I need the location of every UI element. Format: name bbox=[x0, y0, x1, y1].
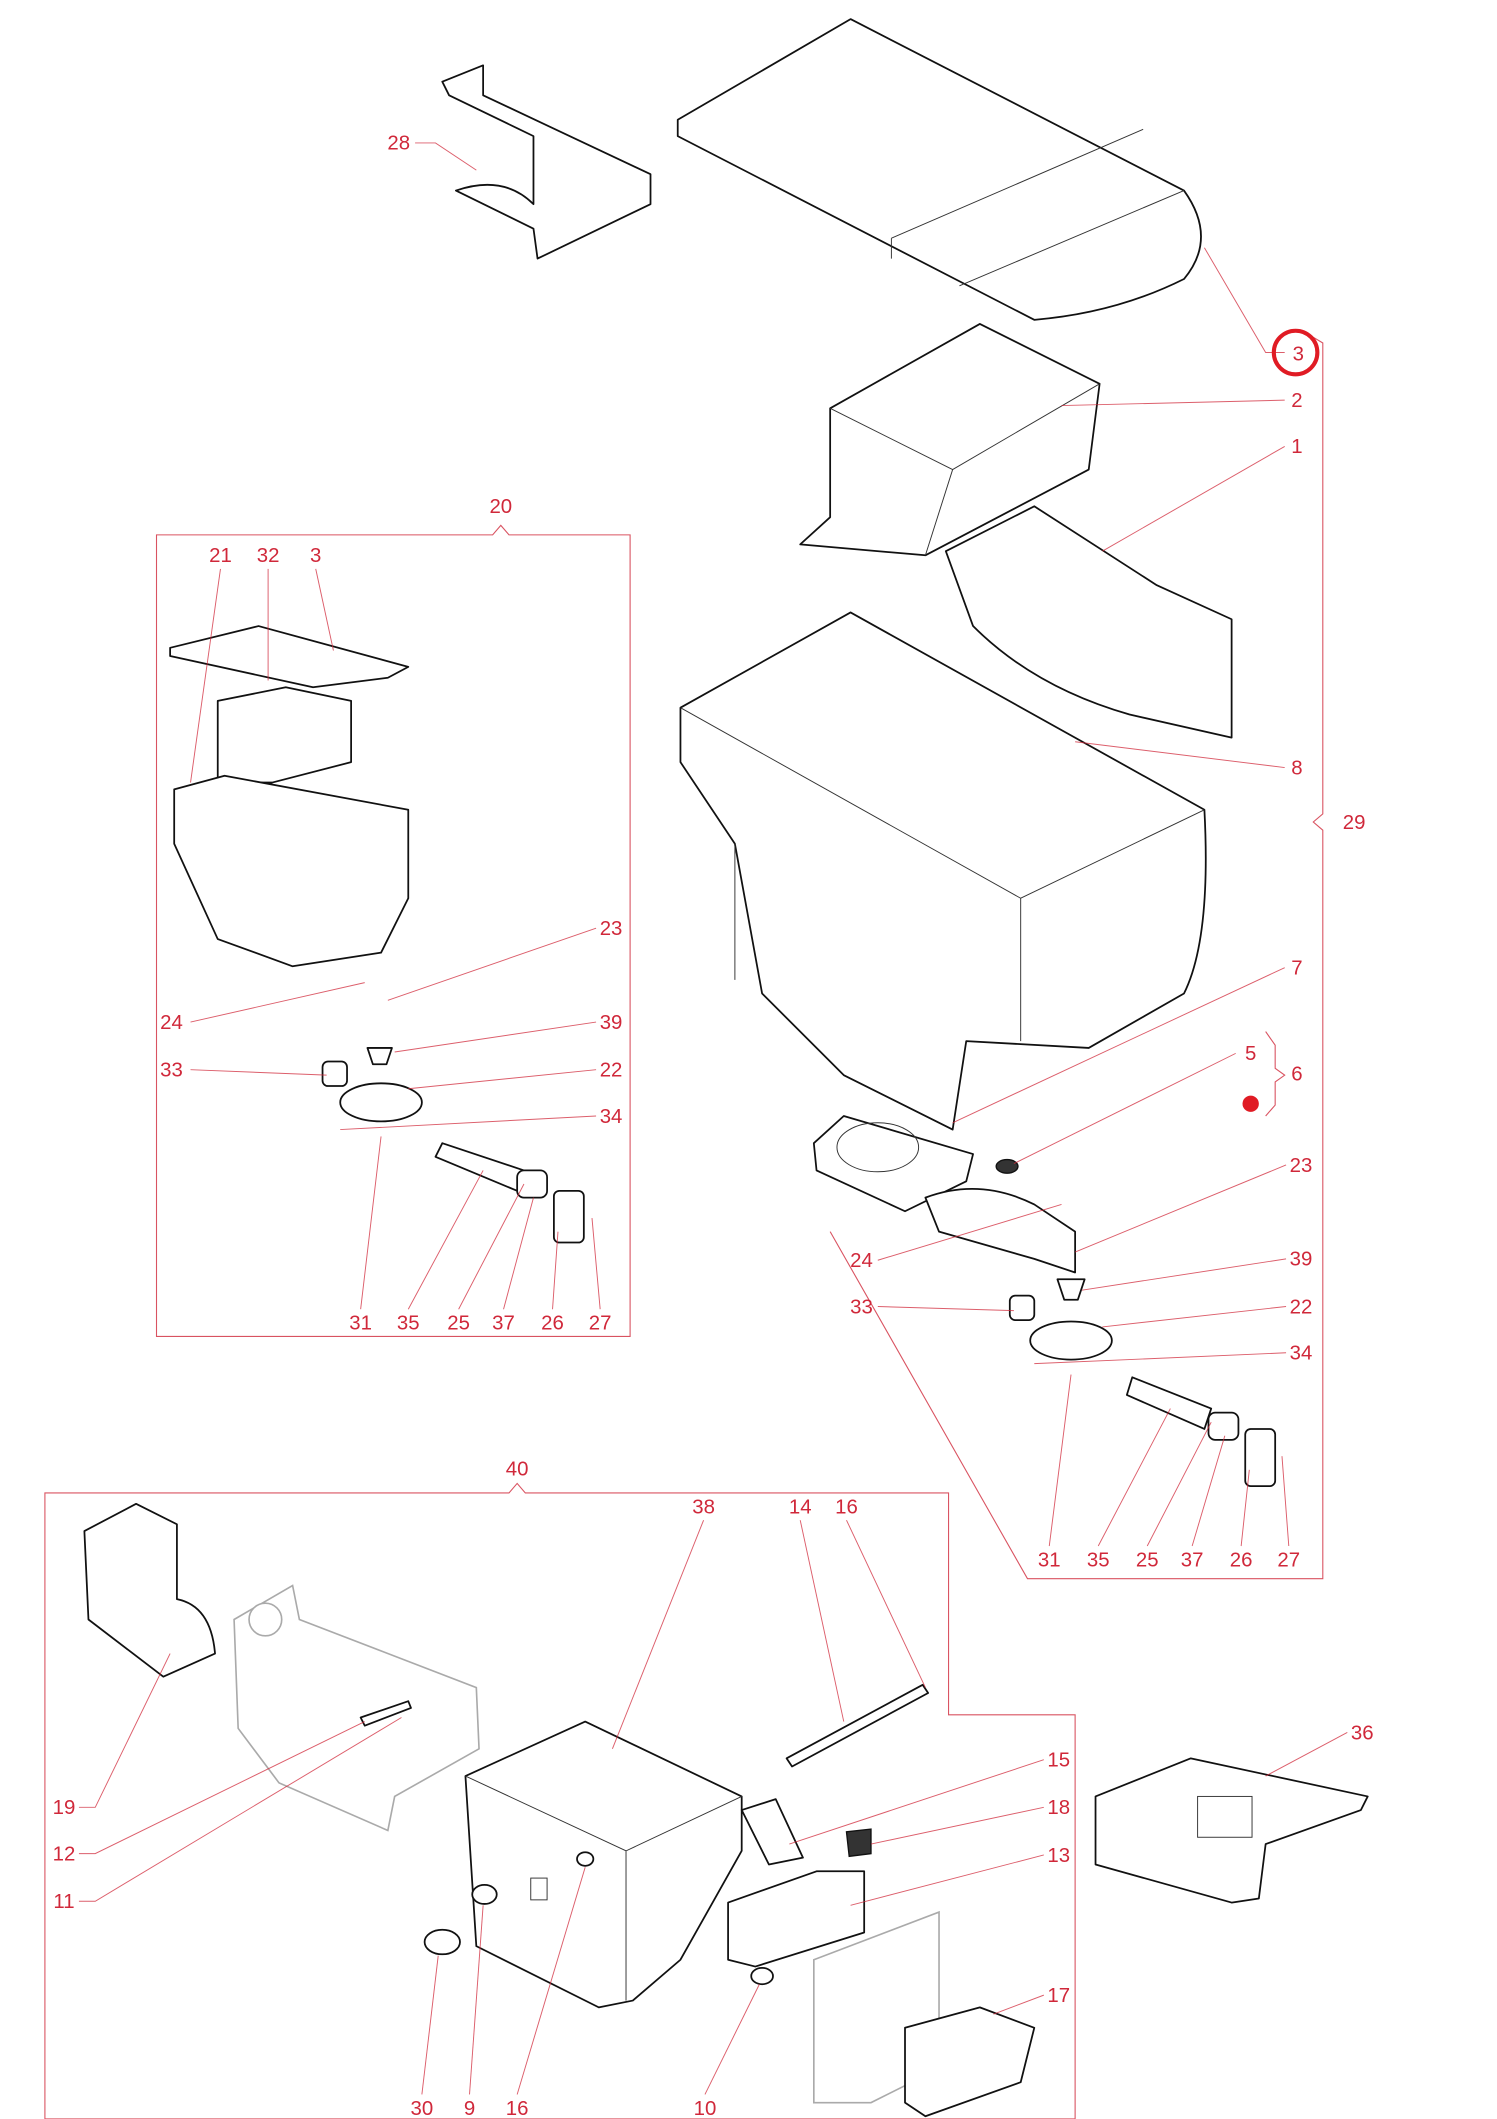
callout-labels: 28 3 2 1 20 21 32 3 8 29 23 7 24 39 5 6 … bbox=[53, 133, 1374, 2119]
callout-2[interactable]: 2 bbox=[1291, 390, 1302, 412]
part-24-plate-right bbox=[924, 1188, 1077, 1274]
callout-21[interactable]: 21 bbox=[209, 545, 232, 567]
callout-7[interactable]: 7 bbox=[1291, 957, 1302, 979]
callout-1[interactable]: 1 bbox=[1291, 436, 1302, 458]
callout-27[interactable]: 27 bbox=[589, 1313, 612, 1335]
leader-lines bbox=[78, 142, 1348, 2095]
part-5-washer bbox=[995, 1158, 1019, 1174]
nut-30-knob-9 bbox=[423, 1851, 774, 1986]
callout-33[interactable]: 33 bbox=[160, 1060, 183, 1082]
callout-3[interactable]: 3 bbox=[310, 545, 321, 567]
callout-18[interactable]: 18 bbox=[1047, 1797, 1070, 1819]
callout-24[interactable]: 24 bbox=[850, 1250, 873, 1272]
group-6-bracket bbox=[1265, 1031, 1286, 1117]
group-20-assembly-preview bbox=[169, 625, 410, 968]
callout-22[interactable]: 22 bbox=[600, 1060, 623, 1082]
callout-34[interactable]: 34 bbox=[1290, 1343, 1313, 1365]
callout-34[interactable]: 34 bbox=[600, 1106, 623, 1128]
part-17-cover bbox=[813, 1910, 1036, 2118]
callout-13[interactable]: 13 bbox=[1047, 1845, 1070, 1867]
callout-19[interactable]: 19 bbox=[53, 1797, 76, 1819]
motor-bracket-ghost bbox=[233, 1584, 480, 1832]
part-36-tray bbox=[1094, 1757, 1369, 1904]
callout-16[interactable]: 16 bbox=[506, 2098, 529, 2119]
callout-23[interactable]: 23 bbox=[600, 918, 623, 940]
group-20-box bbox=[155, 524, 631, 1337]
callout-14[interactable]: 14 bbox=[789, 1496, 812, 1518]
callout-26[interactable]: 26 bbox=[1230, 1549, 1253, 1571]
callout-3-highlighted[interactable]: 3 bbox=[1293, 344, 1304, 366]
part-28-bracket bbox=[441, 64, 652, 260]
part-1-panel bbox=[944, 505, 1233, 739]
dosing-unit-right bbox=[1008, 1278, 1277, 1488]
callout-38[interactable]: 38 bbox=[692, 1496, 715, 1518]
callout-40[interactable]: 40 bbox=[506, 1458, 529, 1480]
callout-31[interactable]: 31 bbox=[1038, 1549, 1061, 1571]
callout-27[interactable]: 27 bbox=[1277, 1549, 1300, 1571]
callout-37[interactable]: 37 bbox=[1181, 1549, 1204, 1571]
highlight-dot-part-6[interactable] bbox=[1242, 1095, 1259, 1112]
callout-39[interactable]: 39 bbox=[1290, 1249, 1313, 1271]
callout-26[interactable]: 26 bbox=[541, 1313, 564, 1335]
callout-37[interactable]: 37 bbox=[492, 1313, 515, 1335]
callout-39[interactable]: 39 bbox=[600, 1012, 623, 1034]
callout-10[interactable]: 10 bbox=[694, 2098, 717, 2119]
part-19-motor bbox=[83, 1502, 216, 1678]
callout-9[interactable]: 9 bbox=[464, 2098, 475, 2119]
part-18-pad bbox=[845, 1828, 872, 1858]
callout-22[interactable]: 22 bbox=[1290, 1296, 1313, 1318]
callout-29[interactable]: 29 bbox=[1343, 812, 1366, 834]
callout-12[interactable]: 12 bbox=[53, 1843, 76, 1865]
part-13-bracket bbox=[727, 1870, 866, 1968]
callout-24[interactable]: 24 bbox=[160, 1012, 183, 1034]
dosing-unit-left bbox=[321, 1047, 585, 1244]
part-2-chute bbox=[799, 323, 1101, 557]
callout-31[interactable]: 31 bbox=[349, 1313, 372, 1335]
callout-32[interactable]: 32 bbox=[257, 545, 280, 567]
callout-25[interactable]: 25 bbox=[447, 1313, 470, 1335]
callout-33[interactable]: 33 bbox=[850, 1296, 873, 1318]
callout-6[interactable]: 6 bbox=[1291, 1064, 1302, 1086]
callout-35[interactable]: 35 bbox=[397, 1313, 420, 1335]
callout-20[interactable]: 20 bbox=[489, 496, 512, 518]
callout-35[interactable]: 35 bbox=[1087, 1549, 1110, 1571]
highlight-circle-part-3[interactable] bbox=[1271, 328, 1320, 377]
group-29-bracket bbox=[829, 334, 1324, 1580]
callout-5[interactable]: 5 bbox=[1245, 1043, 1256, 1065]
callout-28[interactable]: 28 bbox=[387, 133, 410, 155]
part-15-lever bbox=[740, 1798, 804, 1866]
spring-pin bbox=[359, 1700, 412, 1727]
part-7-base bbox=[812, 1115, 974, 1213]
callout-15[interactable]: 15 bbox=[1047, 1749, 1070, 1771]
callout-8[interactable]: 8 bbox=[1291, 757, 1302, 779]
callout-30[interactable]: 30 bbox=[411, 2098, 434, 2119]
callout-36[interactable]: 36 bbox=[1351, 1722, 1374, 1744]
callout-25[interactable]: 25 bbox=[1136, 1549, 1159, 1571]
part-14-shaft bbox=[785, 1683, 930, 1768]
part-3-lid bbox=[676, 18, 1202, 321]
callout-16[interactable]: 16 bbox=[835, 1496, 858, 1518]
callout-17[interactable]: 17 bbox=[1047, 1985, 1070, 2007]
part-8-hopper bbox=[679, 611, 1207, 1131]
callout-11[interactable]: 11 bbox=[53, 1891, 74, 1913]
callout-23[interactable]: 23 bbox=[1290, 1155, 1313, 1177]
part-38-housing bbox=[464, 1720, 743, 2009]
